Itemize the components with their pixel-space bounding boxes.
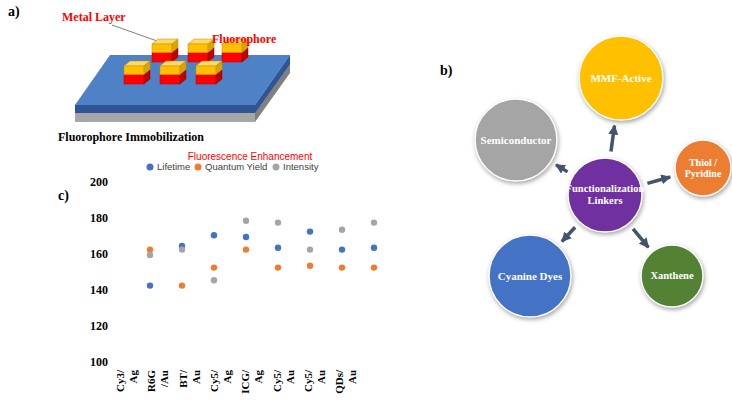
- category-label: QDs/ Au: [333, 370, 359, 400]
- panel-letter: a): [8, 4, 20, 20]
- data-point: [339, 246, 345, 252]
- category-label: Cy5/ Ag: [208, 370, 234, 400]
- circle-text-box: Thiol / Pyridine: [678, 157, 728, 179]
- category-circle: MMF-Active: [578, 35, 664, 121]
- legend-entry: Lifetime: [146, 161, 190, 172]
- legend-text: Intensity: [283, 161, 318, 172]
- circle-label: Xanthene: [640, 270, 704, 282]
- data-point: [275, 245, 281, 251]
- category-label: ICG/ Ag: [239, 370, 265, 400]
- data-point: [211, 264, 217, 270]
- circle-text-box: Xanthene: [640, 270, 704, 282]
- metal-fluorophore-cube: [160, 61, 186, 84]
- connector-arrow: [633, 229, 648, 248]
- legend-text: Lifetime: [157, 161, 190, 172]
- category-circle: Semiconductor: [474, 98, 558, 182]
- metal-fluorophore-cube: [124, 61, 150, 84]
- circle-fill: [579, 36, 663, 120]
- axis-tick-label: 100: [78, 355, 108, 370]
- data-point: [243, 246, 249, 252]
- substrate-base: [75, 113, 255, 122]
- category-label: Cy3/ Ag: [114, 370, 140, 400]
- axis-tick-label: 120: [78, 319, 108, 334]
- data-point: [371, 264, 377, 270]
- legend-text: Quantum Yield: [205, 161, 267, 172]
- metal-fluorophore-cube: [152, 39, 178, 62]
- circle-fill: [475, 99, 557, 181]
- category-circle: Xanthene: [640, 244, 704, 308]
- legend-swatch-box: [194, 163, 202, 171]
- chart-title: Fluorescence Enhancement: [150, 151, 350, 162]
- category-label: R6G /Au: [145, 370, 171, 400]
- circle-fill: [489, 235, 571, 317]
- circle-label: Functionalization Linkers: [555, 183, 655, 206]
- circle-text-box: MMF-Active: [579, 72, 663, 84]
- connector-arrow: [611, 126, 615, 152]
- circle-fill: [641, 245, 703, 307]
- part-label: Metal Layer: [62, 10, 126, 25]
- legend-entry: Intensity: [272, 161, 318, 172]
- data-point: [243, 234, 249, 240]
- category-circle: Thiol / Pyridine: [674, 139, 732, 197]
- category-label: Cy5/ Au: [302, 370, 328, 400]
- data-point: [371, 219, 377, 225]
- circle-text-box: Cyanine Dyes: [488, 270, 572, 282]
- metal-fluorophore-cube: [188, 39, 214, 62]
- data-point: [307, 246, 313, 252]
- circle-fill: [675, 140, 731, 196]
- panel-letter: c): [58, 188, 69, 204]
- connector-arrow: [556, 165, 568, 172]
- axis-tick-label: 140: [78, 283, 108, 298]
- leader-line: [112, 25, 160, 42]
- legend-swatch: [147, 163, 154, 170]
- data-point: [211, 277, 217, 283]
- category-label: BT/ Au: [177, 370, 203, 400]
- data-point: [307, 263, 313, 269]
- data-point: [275, 219, 281, 225]
- illustration-caption: Fluorophore Immobilization: [58, 130, 204, 145]
- circle-label: Thiol / Pyridine: [678, 157, 728, 179]
- axis-tick-label: 180: [78, 211, 108, 226]
- connector-arrow: [647, 177, 670, 183]
- data-point: [147, 282, 153, 288]
- substrate-top: [75, 55, 290, 105]
- category-circle: Cyanine Dyes: [488, 234, 572, 318]
- circle-label: Semiconductor: [474, 134, 558, 146]
- data-point: [147, 252, 153, 258]
- circle-label: MMF-Active: [579, 72, 663, 84]
- legend-entry: Quantum Yield: [194, 161, 267, 172]
- data-point: [339, 264, 345, 270]
- axis-tick-label: 160: [78, 247, 108, 262]
- data-point: [339, 227, 345, 233]
- metal-fluorophore-cube: [196, 61, 222, 84]
- data-point: [211, 232, 217, 238]
- legend-swatch-box: [272, 163, 280, 171]
- circle-label: Cyanine Dyes: [488, 270, 572, 282]
- category-circle: Functionalization Linkers: [567, 157, 643, 233]
- data-point: [275, 264, 281, 270]
- substrate-front: [75, 105, 255, 113]
- data-point: [371, 245, 377, 251]
- connector-arrow: [562, 227, 575, 241]
- data-point: [179, 282, 185, 288]
- circle-text-box: Functionalization Linkers: [555, 183, 655, 206]
- legend-swatch: [273, 163, 280, 170]
- data-point: [243, 218, 249, 224]
- axis-tick-label: 200: [78, 175, 108, 190]
- legend-swatch-box: [146, 163, 154, 171]
- legend-swatch: [195, 163, 202, 170]
- data-point: [179, 246, 185, 252]
- category-label: Cy5/ Au: [271, 370, 297, 400]
- data-point: [307, 228, 313, 234]
- panel-letter: b): [440, 63, 452, 79]
- circle-text-box: Semiconductor: [474, 134, 558, 146]
- part-label: Fluorophore: [212, 32, 276, 47]
